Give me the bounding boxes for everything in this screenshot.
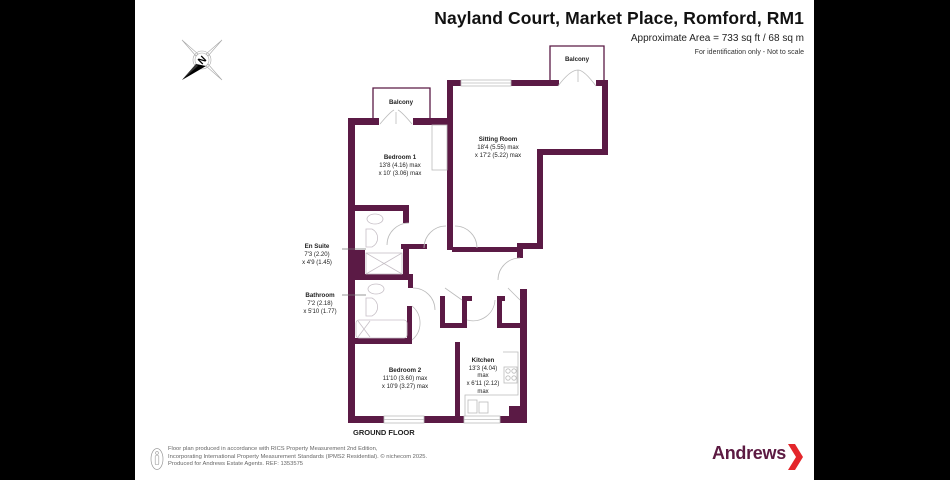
leader-lines: [342, 248, 366, 296]
windows-and-doors: [379, 69, 597, 424]
sanitary-fixtures: [355, 213, 408, 339]
property-title: Nayland Court, Market Place, Romford, RM…: [434, 8, 804, 28]
svg-text:x 6'11 (2.12): x 6'11 (2.12): [467, 381, 500, 387]
svg-text:11'10 (3.60) max: 11'10 (3.60) max: [383, 376, 427, 382]
room-label-balcony-1: Balcony: [389, 99, 414, 106]
brand-logo-text: Andrews: [712, 443, 786, 463]
svg-text:7'2 (2.18): 7'2 (2.18): [307, 301, 332, 307]
svg-text:x 10' (3.06) max: x 10' (3.06) max: [379, 171, 422, 177]
scale-disclaimer: For identification only - Not to scale: [694, 49, 804, 56]
svg-text:x 17'2 (5.22) max: x 17'2 (5.22) max: [475, 153, 521, 159]
svg-text:max: max: [477, 389, 488, 395]
north-compass-icon: N: [181, 39, 223, 81]
floor-plan-canvas: Nayland Court, Market Place, Romford, RM…: [135, 0, 814, 480]
room-label-balcony-2: Balcony: [565, 56, 590, 63]
room-label-bedroom-1: Bedroom 1: [384, 154, 417, 161]
brand-chevron-icon: [788, 444, 803, 470]
svg-text:x 4'9 (1.45): x 4'9 (1.45): [302, 260, 332, 266]
footer-line-3: Produced for Andrews Estate Agents. REF:…: [168, 461, 304, 468]
walls: [348, 80, 608, 423]
svg-text:18'4 (5.55) max: 18'4 (5.55) max: [477, 145, 519, 151]
svg-text:13'8 (4.16) max: 13'8 (4.16) max: [379, 163, 421, 169]
footer-line-2: Incorporating International Property Mea…: [168, 453, 428, 460]
svg-text:x 5'10 (1.77): x 5'10 (1.77): [303, 309, 336, 315]
room-label-bedroom-2: Bedroom 2: [389, 367, 422, 374]
room-label-bathroom: Bathroom: [305, 292, 335, 299]
svg-text:x 10'9 (3.27) max: x 10'9 (3.27) max: [382, 384, 428, 390]
floor-label: GROUND FLOOR: [353, 428, 415, 437]
room-label-sitting-room: Sitting Room: [479, 136, 518, 143]
approximate-area: Approximate Area = 733 sq ft / 68 sq m: [630, 33, 804, 44]
footer-line-1: Floor plan produced in accordance with R…: [168, 446, 378, 452]
footer-notes: Floor plan produced in accordance with R…: [168, 446, 427, 469]
room-label-en-suite: En Suite: [305, 243, 330, 250]
person-scale-icon: [150, 448, 164, 470]
room-label-kitchen: Kitchen: [472, 357, 495, 364]
svg-text:max: max: [477, 373, 488, 379]
balcony-outlines: [372, 45, 605, 118]
svg-text:7'3 (2.20): 7'3 (2.20): [304, 252, 329, 258]
room-labels: Balcony Balcony Bedroom 1 13'8 (4.16) ma…: [302, 56, 590, 437]
floor-plan-drawing: N: [181, 39, 608, 437]
svg-text:13'3 (4.04): 13'3 (4.04): [469, 366, 498, 372]
